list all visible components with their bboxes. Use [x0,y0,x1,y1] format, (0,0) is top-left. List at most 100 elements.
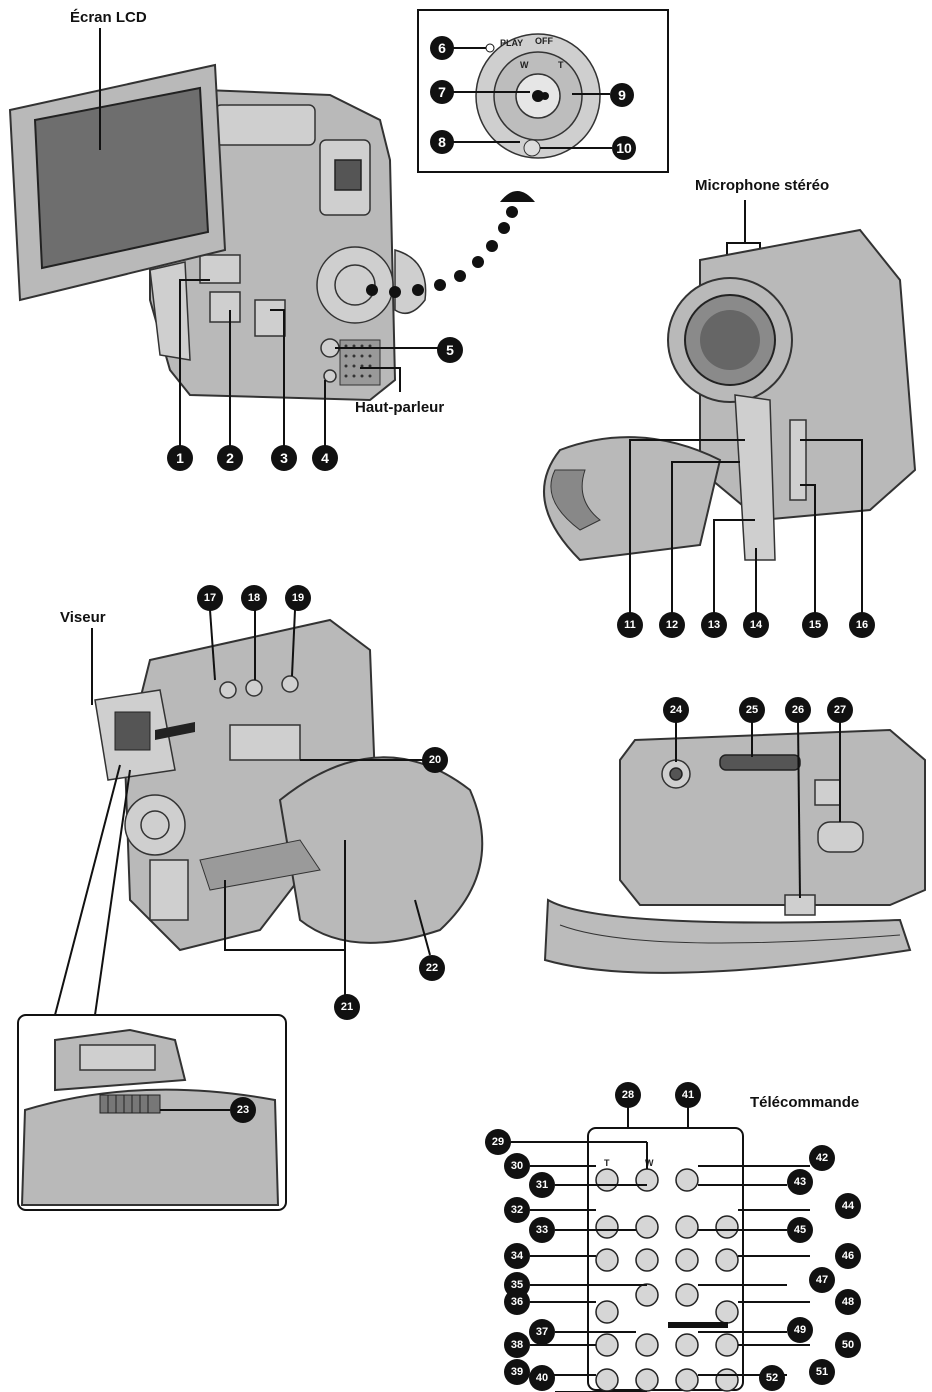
svg-text:29: 29 [492,1136,504,1148]
svg-text:14: 14 [750,619,763,631]
svg-text:33: 33 [536,1224,548,1236]
callout-leaders-17-22 [209,609,431,995]
remote-w-text: W [645,1158,654,1168]
remote-t-text: T [604,1158,610,1168]
callout-2: 2 [217,445,243,471]
svg-text:42: 42 [816,1152,828,1164]
callout-50: 50 [835,1332,861,1358]
callout-31: 31 [529,1172,555,1198]
svg-text:11: 11 [624,619,636,631]
speaker-label: Haut-parleur [355,399,444,416]
svg-text:12: 12 [666,619,678,631]
svg-text:48: 48 [842,1296,854,1308]
callout-10: 10 [612,136,636,160]
camera-lens-view [543,228,917,562]
callout-36: 36 [504,1289,530,1315]
svg-text:36: 36 [511,1296,523,1308]
callout-32: 32 [504,1197,530,1223]
callout-47: 47 [809,1267,835,1293]
callout-leaders-24-27 [675,721,841,899]
svg-text:49: 49 [794,1324,806,1336]
svg-text:32: 32 [511,1204,523,1216]
svg-text:7: 7 [438,84,446,100]
svg-text:47: 47 [816,1274,828,1286]
callout-33: 33 [529,1217,555,1243]
svg-text:40: 40 [536,1372,548,1384]
callout-1: 1 [167,445,193,471]
svg-text:2: 2 [226,450,234,466]
callout-leaders-11-16 [629,439,863,625]
svg-text:16: 16 [856,619,868,631]
callout-25: 25 [739,697,765,723]
inset-leader-a [54,764,121,1016]
callout-34: 34 [504,1243,530,1269]
svg-text:22: 22 [426,962,438,974]
callout-49: 49 [787,1317,813,1343]
svg-text:46: 46 [842,1250,854,1262]
callout-39: 39 [504,1359,530,1385]
camera-front-view [8,63,427,402]
svg-text:34: 34 [511,1250,524,1262]
svg-text:37: 37 [536,1326,548,1338]
callout-7: 7 [430,80,454,104]
svg-text:38: 38 [511,1339,523,1351]
camera-rear-view [94,618,484,952]
dotted-arrow [366,191,535,298]
callout-23: 23 [230,1097,256,1123]
callout-29: 29 [485,1129,511,1155]
callout-52: 52 [759,1365,785,1391]
callout-13: 13 [701,612,727,638]
callout-46: 46 [835,1243,861,1269]
dial-off-text: OFF [535,36,553,46]
speaker-leader [360,367,401,392]
callout-40: 40 [529,1365,555,1391]
svg-text:25: 25 [746,704,758,716]
svg-text:15: 15 [809,619,821,631]
callout-43: 43 [787,1169,813,1195]
svg-text:51: 51 [816,1366,828,1378]
svg-text:17: 17 [204,592,216,604]
callout-19: 19 [285,585,311,611]
svg-text:4: 4 [321,450,329,466]
svg-text:19: 19 [292,592,304,604]
lcd-screen [33,86,210,270]
callout-12: 12 [659,612,685,638]
viewfinder-label: Viseur [60,609,106,626]
svg-text:44: 44 [842,1200,855,1212]
dial-play-text: PLAY [500,38,523,48]
svg-text:27: 27 [834,704,846,716]
svg-text:10: 10 [616,140,632,156]
dial-w-text: W [520,60,529,70]
camera-bottom-view [543,728,926,974]
svg-text:23: 23 [237,1104,249,1116]
remote-control: T W [587,1127,744,1392]
svg-text:9: 9 [618,87,626,103]
callout-26: 26 [785,697,811,723]
callout-44: 44 [835,1193,861,1219]
callout-16: 16 [849,612,875,638]
callout-17: 17 [197,585,223,611]
svg-text:50: 50 [842,1339,854,1351]
svg-text:20: 20 [429,754,441,766]
eyecup-inset [17,1014,287,1211]
microphone-label: Microphone stéréo [695,177,829,194]
svg-text:41: 41 [682,1089,694,1101]
callout-45: 45 [787,1217,813,1243]
lcd-label: Écran LCD [70,9,147,26]
callout-11: 11 [617,612,643,638]
callout-18: 18 [241,585,267,611]
svg-text:8: 8 [438,134,446,150]
callout-51: 51 [809,1359,835,1385]
speaker-grill [339,339,381,386]
svg-text:18: 18 [248,592,260,604]
svg-text:52: 52 [766,1372,778,1384]
callout-6: 6 [430,36,454,60]
dial-t-text: T [558,60,564,70]
remote-label: Télécommande [750,1094,859,1111]
svg-text:45: 45 [794,1224,806,1236]
callout-3: 3 [271,445,297,471]
callout-20: 20 [422,747,448,773]
callout-5: 5 [437,337,463,363]
svg-text:24: 24 [670,704,683,716]
svg-text:35: 35 [511,1279,523,1291]
